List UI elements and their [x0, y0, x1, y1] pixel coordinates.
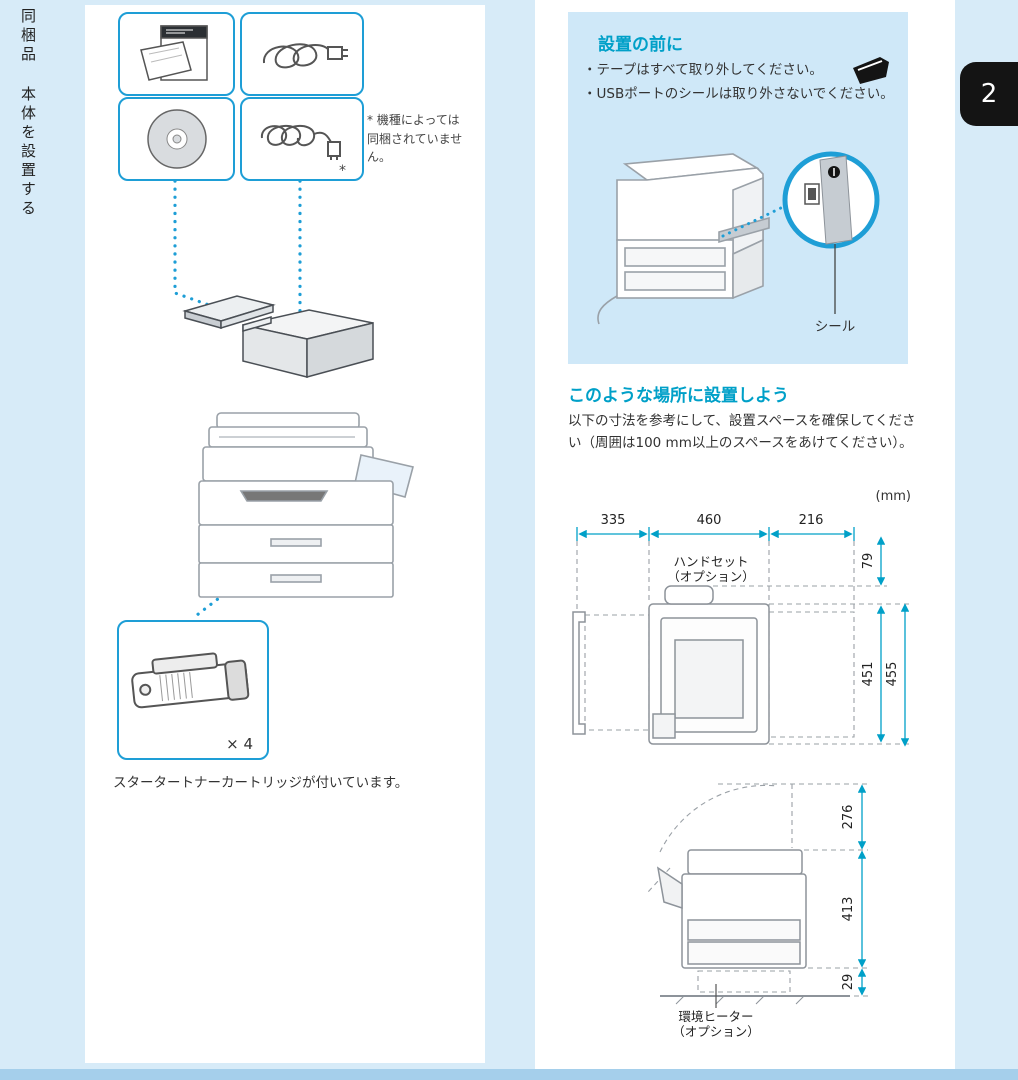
top-view-diagram: 335 460 216 — [572, 513, 911, 747]
page-number-tab: 2 — [960, 62, 1018, 126]
dim-door-swing: 276 — [841, 805, 856, 830]
dotted-line-to-zoom — [721, 204, 787, 238]
dim-heater-gap: 29 — [841, 974, 856, 991]
sidebar-label-install-unit: 本体を設置する — [19, 86, 37, 219]
bottom-bar — [0, 1069, 1018, 1080]
phone-cord-icon — [260, 125, 341, 160]
printer-front-illustration — [198, 412, 414, 598]
tape-icon — [853, 57, 889, 84]
extension-lines — [576, 541, 911, 745]
cd-rom-icon — [146, 109, 207, 169]
included-item-box-power-cord — [240, 12, 364, 96]
placement-title: このような場所に設置しよう — [568, 386, 789, 406]
seal-label: シール — [815, 319, 856, 335]
toner-box: × 4 — [117, 620, 269, 760]
dim-height-top: 79 — [861, 553, 876, 570]
bullet-remove-tape: ・テープはすべて取り外してください。 — [583, 62, 823, 78]
before-installation-title: 設置の前に — [598, 35, 683, 55]
unit-label: (mm) — [875, 489, 911, 504]
extension-lines-side — [647, 783, 868, 997]
page-number: 2 — [980, 79, 998, 109]
power-cord-icon — [262, 43, 348, 69]
model-note: * 機種によっては同梱されていません。 — [367, 113, 463, 165]
included-item-box-cd — [118, 97, 235, 181]
packing-box-illustration — [242, 309, 374, 378]
handset-label-line1: ハンドセット — [673, 554, 748, 569]
printer-rear-body — [597, 153, 770, 325]
top-view-machine — [572, 585, 770, 745]
open-tray-shape — [656, 866, 683, 910]
dim-width-center: 460 — [697, 513, 722, 528]
dim-body-height: 413 — [841, 897, 856, 922]
handset-label-line2: （オプション） — [667, 569, 755, 584]
toner-quantity: × 4 — [226, 735, 253, 753]
dim-depth-outer: 455 — [885, 662, 900, 687]
heater-label-line1: 環境ヒーター — [678, 1009, 753, 1024]
horizontal-dimension-lines — [576, 527, 855, 541]
included-item-box-manuals — [118, 12, 235, 96]
sidebar-label-included-items: 同梱品 — [19, 8, 37, 65]
seal-on-printer — [718, 216, 770, 244]
phone-cord-asterisk: * — [339, 163, 346, 179]
placement-body: 以下の寸法を参考にして、設置スペースを確保してください（周囲は100 mm以上の… — [568, 413, 916, 452]
manual-booklet-icon — [139, 25, 208, 81]
right-page-panel: 設置の前に ・テープはすべて取り外してください。 ・USBポートのシールは取り外… — [535, 0, 955, 1069]
packing-tray-illustration — [182, 295, 276, 330]
side-view-diagram: 276 413 29 環境ヒーター （オプション） — [647, 783, 868, 1039]
dotted-line-cd-to-tray — [173, 179, 211, 307]
printer-rear-illustration: シール — [597, 151, 880, 335]
toner-cartridge-icon — [131, 652, 250, 709]
dim-width-right: 216 — [799, 513, 824, 528]
dim-depth-inner: 451 — [861, 662, 876, 687]
handset-shape — [664, 585, 714, 605]
side-view-machine — [656, 849, 850, 1005]
vertical-dimension-lines — [876, 536, 910, 747]
before-installation-box: 設置の前に ・テープはすべて取り外してください。 ・USBポートのシールは取り外… — [568, 12, 908, 364]
starter-toner-caption: スタータートナーカートリッジが付いています。 — [113, 775, 409, 791]
left-page-panel: * * 機種によっては同梱されていません。 — [85, 5, 485, 1063]
usb-seal-detail — [804, 155, 853, 245]
included-item-box-phone-cord: * — [240, 97, 364, 181]
dim-width-left: 335 — [601, 513, 626, 528]
heater-label-line2: （オプション） — [672, 1024, 760, 1039]
bullet-usb-seal: ・USBポートのシールは取り外さないでください。 — [583, 86, 894, 102]
